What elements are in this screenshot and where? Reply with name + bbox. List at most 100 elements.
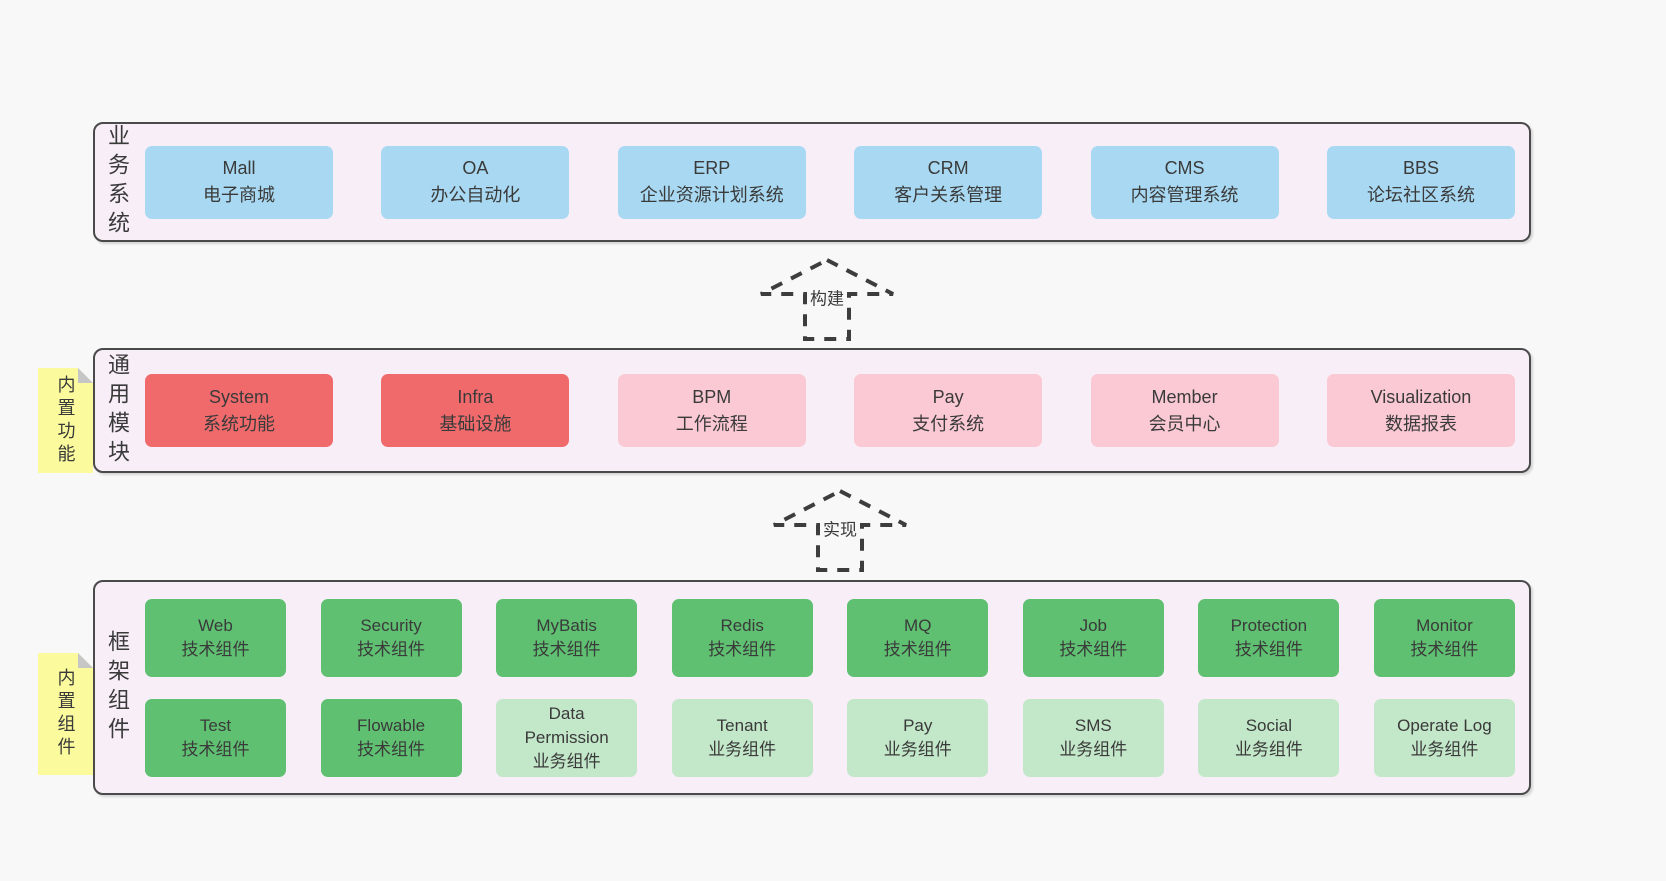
up-arrow-icon (773, 488, 907, 572)
node-title: SMS (1074, 715, 1112, 735)
components-row-2: Test 技术组件 Flowable 技术组件 Data Permission … (145, 698, 1515, 777)
node-subtitle: 论坛社区系统 (1366, 185, 1475, 205)
node-subtitle: 技术组件 (181, 639, 250, 659)
node-title: Flowable (357, 715, 426, 735)
components-panel-label: 框架组件 (105, 629, 130, 746)
implement-arrow-label: 实现 (820, 515, 860, 541)
node-visualization: Visualization 数据报表 (1326, 374, 1515, 447)
node-subtitle: 业务组件 (532, 751, 601, 771)
node-subtitle: 电子商城 (203, 185, 275, 205)
node-subtitle: 数据报表 (1384, 413, 1457, 434)
node-pay: Pay 支付系统 (854, 374, 1043, 447)
node-subtitle: 工作流程 (675, 413, 748, 434)
node-subtitle: 企业资源计划系统 (639, 185, 784, 205)
node-title: Pay (903, 715, 933, 735)
node-subtitle: 支付系统 (912, 413, 985, 434)
builtin-components-note: 内置组件 (38, 653, 93, 775)
node-title: CRM (927, 158, 969, 178)
business-systems-panel: 业务系统 Mall 电子商城 OA 办公自动化 ERP 企业资源计划系统 CRM… (93, 122, 1531, 242)
components-row-1: Web 技术组件 Security 技术组件 MyBatis 技术组件 Redi… (145, 598, 1515, 677)
node-erp: ERP 企业资源计划系统 (617, 145, 806, 219)
node-title: Visualization (1370, 386, 1472, 407)
node-subtitle: 技术组件 (357, 739, 426, 759)
node-monitor: Monitor 技术组件 (1373, 598, 1515, 677)
node-infra: Infra 基础设施 (381, 374, 570, 447)
node-flowable: Flowable 技术组件 (320, 698, 462, 777)
node-subtitle: 技术组件 (181, 739, 250, 759)
node-title: Pay (932, 386, 964, 407)
framework-components-panel: 框架组件 Web 技术组件 Security 技术组件 MyBatis 技术组件… (93, 580, 1531, 795)
node-title: Job (1079, 615, 1108, 635)
node-title: System (208, 386, 269, 407)
node-security: Security 技术组件 (320, 598, 462, 677)
node-subtitle: 技术组件 (1410, 639, 1479, 659)
node-system: System 系统功能 (145, 374, 333, 447)
node-title: Infra (457, 386, 494, 407)
node-social: Social 业务组件 (1198, 698, 1340, 777)
build-arrow: 构建 (757, 257, 897, 343)
implement-arrow: 实现 (770, 488, 910, 574)
node-title: BBS (1402, 158, 1439, 178)
node-title: Tenant (716, 715, 768, 735)
node-sms: SMS 业务组件 (1022, 698, 1164, 777)
components-grid: Web 技术组件 Security 技术组件 MyBatis 技术组件 Redi… (128, 582, 1529, 793)
node-bpm: BPM 工作流程 (617, 374, 806, 447)
node-title: Member (1151, 386, 1218, 407)
node-subtitle: 技术组件 (883, 639, 952, 659)
node-subtitle: 会员中心 (1148, 413, 1221, 434)
node-title: MyBatis (536, 615, 597, 635)
node-title: Security (360, 615, 422, 635)
node-subtitle: 业务组件 (1410, 739, 1479, 759)
builtin-features-note-label: 内置功能 (55, 374, 76, 467)
node-subtitle: 业务组件 (708, 739, 777, 759)
node-title: ERP (693, 158, 731, 178)
node-title: Monitor (1416, 615, 1473, 635)
node-data-permission: Data Permission 业务组件 (496, 698, 638, 777)
node-subtitle: 技术组件 (532, 639, 601, 659)
node-operate-log: Operate Log 业务组件 (1373, 698, 1515, 777)
node-title: BPM (692, 386, 732, 407)
node-job: Job 技术组件 (1022, 598, 1164, 677)
node-subtitle: 技术组件 (708, 639, 777, 659)
node-web: Web 技术组件 (145, 598, 286, 677)
node-subtitle: 基础设施 (439, 413, 512, 434)
build-arrow-label: 构建 (807, 284, 847, 310)
node-title: Social (1245, 715, 1293, 735)
business-panel-label: 业务系统 (105, 124, 130, 240)
node-mybatis: MyBatis 技术组件 (496, 598, 638, 677)
node-protection: Protection 技术组件 (1198, 598, 1340, 677)
node-title: Test (199, 715, 232, 735)
node-title: Operate Log (1397, 715, 1492, 735)
node-title: Web (198, 615, 233, 635)
node-title: CMS (1164, 158, 1205, 178)
node-subtitle: 业务组件 (883, 739, 952, 759)
node-subtitle: 内容管理系统 (1130, 185, 1239, 205)
node-redis: Redis 技术组件 (671, 598, 813, 677)
node-test: Test 技术组件 (145, 698, 286, 777)
node-subtitle: 技术组件 (1059, 639, 1128, 659)
modules-panel-row: System 系统功能 Infra 基础设施 BPM 工作流程 Pay 支付系统… (128, 350, 1529, 471)
business-panel-row: Mall 电子商城 OA 办公自动化 ERP 企业资源计划系统 CRM 客户关系… (128, 124, 1529, 240)
common-modules-panel: 通用模块 System 系统功能 Infra 基础设施 BPM 工作流程 Pay… (93, 348, 1531, 473)
up-arrow-icon (760, 257, 894, 341)
node-title: Data Permission (524, 703, 609, 747)
node-title: Redis (720, 615, 764, 635)
node-title: OA (462, 158, 489, 178)
node-subtitle: 系统功能 (203, 413, 275, 434)
node-mq: MQ 技术组件 (847, 598, 989, 677)
node-subtitle: 办公自动化 (430, 185, 521, 205)
node-crm: CRM 客户关系管理 (854, 145, 1043, 219)
node-title: MQ (904, 615, 932, 635)
modules-panel-label: 通用模块 (105, 352, 130, 469)
node-member: Member 会员中心 (1090, 374, 1279, 447)
node-mall: Mall 电子商城 (145, 145, 333, 219)
node-subtitle: 技术组件 (357, 639, 426, 659)
builtin-components-note-label: 内置组件 (55, 668, 76, 760)
node-title: Mall (222, 158, 256, 178)
node-tenant: Tenant 业务组件 (671, 698, 813, 777)
node-title: Protection (1230, 615, 1308, 635)
node-bbs: BBS 论坛社区系统 (1326, 145, 1515, 219)
node-subtitle: 技术组件 (1234, 639, 1303, 659)
builtin-features-note: 内置功能 (38, 368, 93, 473)
